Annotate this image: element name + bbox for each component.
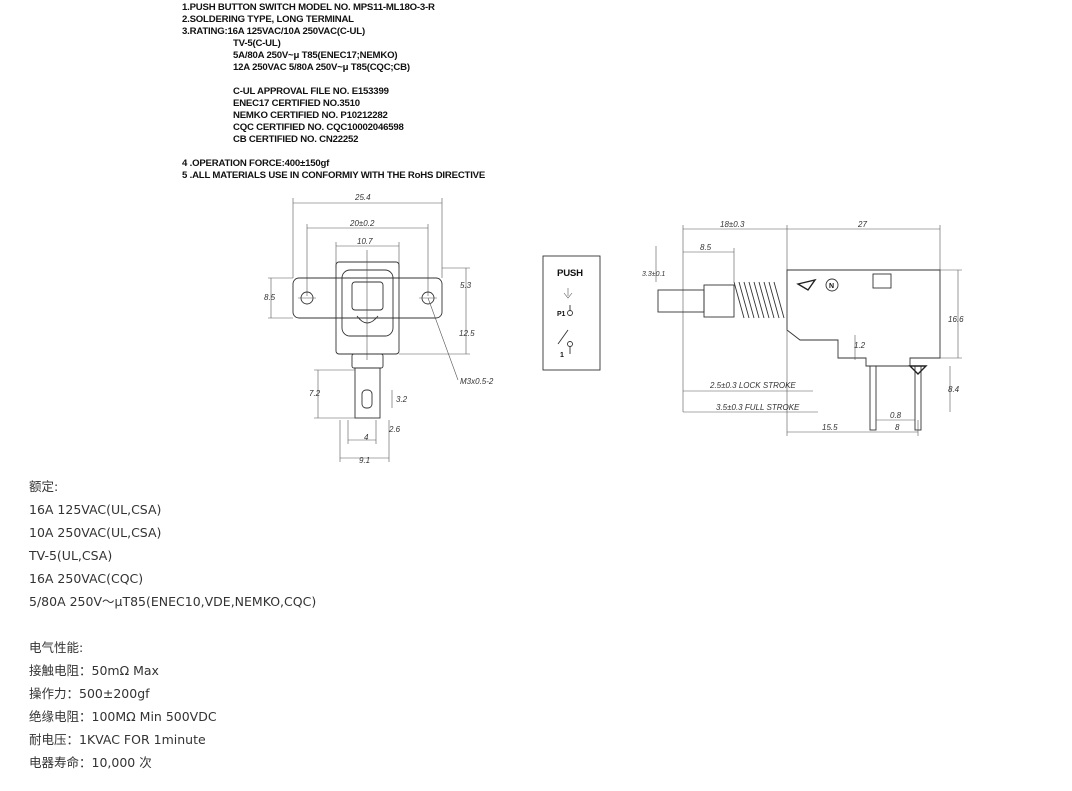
side-dim-15-5: 15.5 bbox=[822, 423, 838, 432]
spec-line-11: CB CERTIFIED NO. CN22252 bbox=[233, 134, 358, 145]
front-dim-10-7: 10.7 bbox=[357, 237, 373, 246]
rating-item: 16A 125VAC(UL,CSA) bbox=[29, 502, 162, 517]
spacer bbox=[29, 613, 316, 636]
rating-item: TV-5(UL,CSA) bbox=[29, 548, 113, 563]
electrical-item: 操作力：500±200gf bbox=[29, 686, 150, 701]
electrical-item: 接触电阻：50mΩ Max bbox=[29, 663, 159, 678]
spec-line-7: C-UL APPROVAL FILE NO. E153399 bbox=[233, 86, 389, 97]
side-dim-1-2: 1.2 bbox=[854, 341, 866, 350]
side-dim-16-6: 16.6 bbox=[948, 315, 964, 324]
side-dim-3-3: 3.3±0.1 bbox=[642, 271, 665, 278]
side-dim-8-5: 8.5 bbox=[700, 243, 712, 252]
front-dim-9-1: 9.1 bbox=[359, 456, 370, 465]
spec-line-2: 2.SOLDERING TYPE, LONG TERMINAL bbox=[182, 14, 354, 25]
symbol-pin-p1: P1 bbox=[557, 311, 565, 318]
rating-item: 16A 250VAC(CQC) bbox=[29, 571, 144, 586]
electrical-item: 电器寿命：10,000 次 bbox=[29, 755, 152, 770]
front-dim-m3: M3x0.5-2 bbox=[460, 377, 494, 386]
spec-line-9: NEMKO CERTIFIED NO. P10212282 bbox=[233, 110, 388, 121]
side-dim-8-4: 8.4 bbox=[948, 385, 960, 394]
front-dim-3-2: 3.2 bbox=[396, 395, 408, 404]
rating-item: 5/80A 250V～μT85(ENEC10,VDE,NEMKO,CQC) bbox=[29, 594, 317, 609]
rating-item: 10A 250VAC(UL,CSA) bbox=[29, 525, 162, 540]
symbol-push-label: PUSH bbox=[557, 268, 583, 279]
ratings-heading: 额定: bbox=[29, 479, 59, 494]
spec-line-6: 12A 250VAC 5/80A 250V~μ T85(CQC;CB) bbox=[233, 62, 410, 73]
electrical-item: 耐电压：1KVAC FOR 1minute bbox=[29, 732, 206, 747]
front-dim-4: 4 bbox=[364, 433, 369, 442]
technical-drawing: 1.PUSH BUTTON SWITCH MODEL NO. MPS11-ML1… bbox=[182, 2, 964, 465]
spec-line-13: 5 .ALL MATERIALS USE IN CONFORMIY WITH T… bbox=[182, 170, 486, 181]
front-dim-8-5: 8.5 bbox=[264, 293, 276, 302]
side-dim-27: 27 bbox=[857, 220, 867, 229]
front-dim-5-3: 5.3 bbox=[460, 281, 472, 290]
electrical-item: 绝缘电阻：100MΩ Min 500VDC bbox=[29, 709, 217, 724]
side-dim-8: 8 bbox=[895, 423, 900, 432]
symbol-pin-1: 1 bbox=[560, 352, 564, 359]
spec-line-5: 5A/80A 250V~μ T85(ENEC17;NEMKO) bbox=[233, 50, 397, 61]
spec-notes: 1.PUSH BUTTON SWITCH MODEL NO. MPS11-ML1… bbox=[182, 2, 486, 181]
spec-line-4: TV-5(C-UL) bbox=[233, 38, 281, 49]
spec-line-1: 1.PUSH BUTTON SWITCH MODEL NO. MPS11-ML1… bbox=[182, 2, 435, 13]
side-dim-full-stroke: 3.5±0.3 FULL STROKE bbox=[716, 403, 800, 412]
spec-line-8: ENEC17 CERTIFIED NO.3510 bbox=[233, 98, 360, 109]
side-dim-lock-stroke: 2.5±0.3 LOCK STROKE bbox=[709, 381, 796, 390]
side-view-drawing: N 18±0.3 27 8.5 3.3±0.1 16.6 1.2 8.4 2.5… bbox=[642, 220, 964, 436]
switch-symbol: PUSH P1 1 bbox=[542, 255, 601, 371]
svg-text:N: N bbox=[829, 283, 834, 290]
front-dim-2-6: 2.6 bbox=[388, 425, 401, 434]
side-dim-18: 18±0.3 bbox=[720, 220, 745, 229]
spec-text-block: 额定: 16A 125VAC(UL,CSA) 10A 250VAC(UL,CSA… bbox=[29, 475, 316, 774]
spec-line-10: CQC CERTIFIED NO. CQC10002046598 bbox=[233, 122, 404, 133]
spec-line-12: 4 .OPERATION FORCE:400±150gf bbox=[182, 158, 330, 169]
front-dim-12-5: 12.5 bbox=[459, 329, 475, 338]
front-dim-25-4: 25.4 bbox=[354, 193, 371, 202]
side-dim-0-8: 0.8 bbox=[890, 411, 902, 420]
electrical-heading: 电气性能: bbox=[29, 640, 84, 655]
front-view-drawing: 25.4 20±0.2 10.7 8.5 5.3 12.5 M3x0.5-2 7… bbox=[264, 193, 494, 465]
spec-line-3: 3.RATING:16A 125VAC/10A 250VAC(C-UL) bbox=[182, 26, 365, 37]
front-dim-7-2: 7.2 bbox=[309, 389, 321, 398]
front-dim-20: 20±0.2 bbox=[349, 219, 375, 228]
